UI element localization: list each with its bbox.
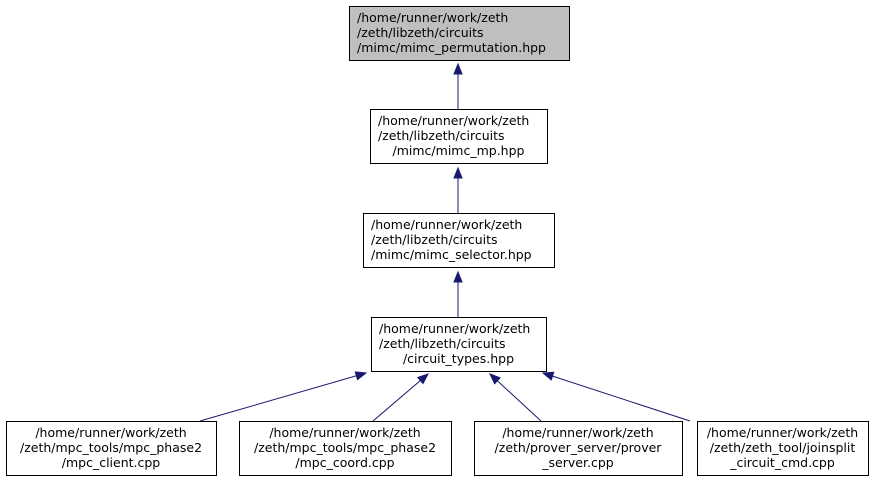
node-label-line: /zeth/libzeth/circuits (371, 232, 498, 247)
edge-n3-n2 (453, 270, 463, 317)
node-label-line: /zeth/mpc_tools/mpc_phase2 (20, 440, 202, 455)
node-label-line: /zeth/prover_server/prover (495, 440, 663, 455)
node-label-line: /home/runner/work/zeth (269, 425, 420, 440)
node-box[interactable] (370, 109, 548, 164)
edge-n7-n3 (541, 371, 691, 422)
node-n2[interactable]: /home/runner/work/zeth/zeth/libzeth/circ… (363, 213, 555, 268)
node-label-line: /home/runner/work/zeth (378, 113, 529, 128)
nodes-layer: /home/runner/work/zeth/zeth/libzeth/circ… (6, 6, 869, 476)
node-label-line: /zeth/libzeth/circuits (378, 128, 505, 143)
edge-n4-n3 (199, 371, 368, 422)
node-box[interactable] (6, 421, 217, 476)
node-label-line: _server.cpp (541, 455, 613, 470)
node-n1[interactable]: /home/runner/work/zeth/zeth/libzeth/circ… (370, 109, 548, 164)
node-label-line: /zeth/libzeth/circuits (379, 336, 506, 351)
node-label-line: /mpc_client.cpp (62, 455, 161, 470)
node-label-line: /mimc/mimc_selector.hpp (371, 247, 532, 262)
node-label-line: /home/runner/work/zeth (379, 321, 530, 336)
node-label-line: /circuit_types.hpp (403, 351, 514, 366)
node-n3[interactable]: /home/runner/work/zeth/zeth/libzeth/circ… (371, 317, 547, 372)
edge-n5-n3 (372, 373, 430, 422)
node-label-line: /home/runner/work/zeth (371, 217, 522, 232)
edge-n1-n0 (453, 62, 463, 109)
arrowhead-icon (416, 373, 430, 385)
node-box[interactable] (697, 421, 869, 476)
node-label-line: /zeth/libzeth/circuits (357, 25, 484, 40)
node-label-line: /home/runner/work/zeth (357, 10, 508, 25)
node-label-line: /mimc/mimc_permutation.hpp (357, 40, 546, 55)
node-label-line: /mpc_coord.cpp (295, 455, 394, 470)
node-box[interactable] (371, 317, 547, 372)
arrowhead-icon (354, 371, 368, 381)
edge-line (497, 380, 542, 422)
node-n6[interactable]: /home/runner/work/zeth/zeth/prover_serve… (474, 421, 683, 476)
node-n4[interactable]: /home/runner/work/zeth/zeth/mpc_tools/mp… (6, 421, 217, 476)
node-label-line: /home/runner/work/zeth (707, 425, 858, 440)
edge-line (552, 375, 691, 422)
edge-line (372, 380, 421, 422)
arrowhead-icon (541, 371, 555, 381)
arrowhead-icon (453, 270, 463, 283)
node-label-line: /home/runner/work/zeth (35, 425, 186, 440)
node-box[interactable] (363, 213, 555, 268)
edge-n2-n1 (453, 166, 463, 213)
node-box[interactable] (239, 421, 452, 476)
node-label-line: /zeth/zeth_tool/joinsplit (710, 440, 856, 455)
node-n0[interactable]: /home/runner/work/zeth/zeth/libzeth/circ… (349, 6, 570, 61)
edge-n6-n3 (489, 373, 542, 422)
node-label-line: /mimc/mimc_mp.hpp (393, 143, 525, 158)
node-label-line: /home/runner/work/zeth (502, 425, 653, 440)
root-node-box[interactable] (349, 6, 570, 61)
edges-layer (199, 62, 691, 422)
edge-line (199, 375, 357, 422)
node-box[interactable] (474, 421, 683, 476)
node-label-line: _circuit_cmd.cpp (729, 455, 835, 470)
node-label-line: /zeth/mpc_tools/mpc_phase2 (254, 440, 436, 455)
node-n5[interactable]: /home/runner/work/zeth/zeth/mpc_tools/mp… (239, 421, 452, 476)
arrowhead-icon (453, 62, 463, 75)
arrowhead-icon (453, 166, 463, 179)
arrowhead-icon (489, 373, 501, 385)
node-n7[interactable]: /home/runner/work/zeth/zeth/zeth_tool/jo… (697, 421, 869, 476)
